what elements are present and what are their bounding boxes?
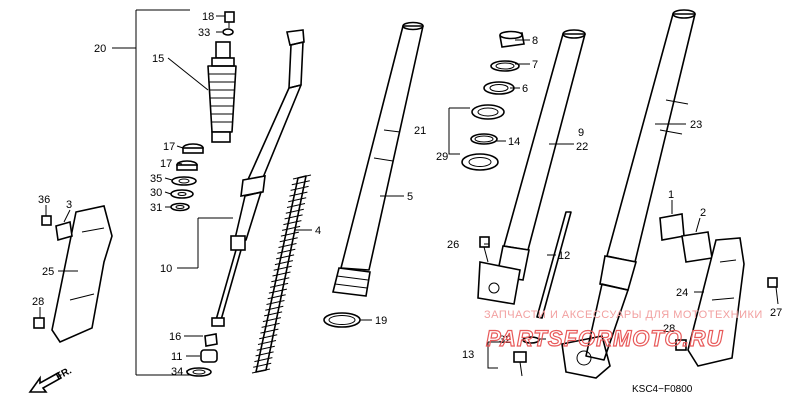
part-fork-assembly-23 [585,9,696,361]
callout-14: 14 [508,136,520,148]
callout-27: 27 [770,307,782,319]
watermark: ЗАПЧАСТИ И АКСЕССУАРЫ ДЛЯ МОТОТЕХНИКИ PA… [484,309,763,352]
part-damper-cartridge [207,41,237,143]
part-small-16-11-34 [186,333,218,377]
diagram-code: KSC4−F0800 [632,384,693,395]
callout-6: 6 [522,83,528,95]
part-clamps-1-2 [659,213,713,263]
part-bolt-26 [479,236,490,263]
assembly-bracket-20 [112,9,190,376]
callout-18: 18 [202,11,214,23]
callout-36: 36 [38,194,50,206]
part-bolts-36-3-28 [33,215,73,329]
callout-33: 33 [198,27,210,39]
callout-13: 13 [462,349,474,361]
callout-22: 22 [576,141,588,153]
callout-26: 26 [447,239,459,251]
callout-34: 34 [171,366,183,378]
callout-1: 1 [668,189,674,201]
part-washer-stack [170,143,204,212]
callout-12: 12 [558,250,570,262]
callout-labels: 20 15 18 33 17 17 35 30 31 36 3 25 28 10… [32,11,782,378]
front-direction-arrow: FR. [28,365,74,393]
callout-7: 7 [532,59,538,71]
callout-31: 31 [150,202,162,214]
watermark-tagline: ЗАПЧАСТИ И АКСЕССУАРЫ ДЛЯ МОТОТЕХНИКИ [484,309,763,321]
part-fork-guard-25 [51,205,113,344]
callout-24: 24 [676,287,688,299]
watermark-site: PARTSFORMOTO.RU [486,326,724,351]
callout-2: 2 [700,207,706,219]
leader-lines [39,15,779,372]
part-oring-19 [323,312,361,328]
part-seals-21-14-29 [448,104,505,171]
callout-16: 16 [169,331,181,343]
callout-3: 3 [66,199,72,211]
callout-30: 30 [150,187,162,199]
callout-28-left: 28 [32,296,44,308]
part-outer-tube-5 [332,21,424,297]
callout-9: 9 [578,127,584,139]
callout-5: 5 [407,191,413,203]
callout-20: 20 [94,43,106,55]
callout-17-a: 17 [163,141,175,153]
direction-label: FR. [54,365,74,382]
callout-28-right: 28 [663,323,675,335]
callout-29: 29 [436,151,448,163]
part-washer-33 [222,28,234,36]
callout-32: 32 [499,334,511,346]
callout-17-b: 17 [160,158,172,170]
part-fork-spring-4 [251,174,312,374]
part-axle-holder [561,335,611,379]
callout-8: 8 [532,35,538,47]
callout-15: 15 [152,53,164,65]
part-bolt-18 [224,11,235,28]
part-damper-rod-10 [211,29,305,327]
callout-25: 25 [42,266,54,278]
callout-21: 21 [414,125,426,137]
callout-4: 4 [315,225,321,237]
part-bushings-8-7-6 [483,30,525,95]
part-rod-12 [536,211,572,319]
part-inner-tube-9 [477,29,586,305]
callout-10: 10 [160,263,172,275]
part-fork-guard-24 [687,237,745,367]
callout-19: 19 [375,315,387,327]
part-bolts-27-28 [675,277,778,351]
callout-35: 35 [150,173,162,185]
part-fitting-32-13 [487,336,540,377]
callout-11: 11 [171,351,182,363]
callout-23: 23 [690,119,702,131]
